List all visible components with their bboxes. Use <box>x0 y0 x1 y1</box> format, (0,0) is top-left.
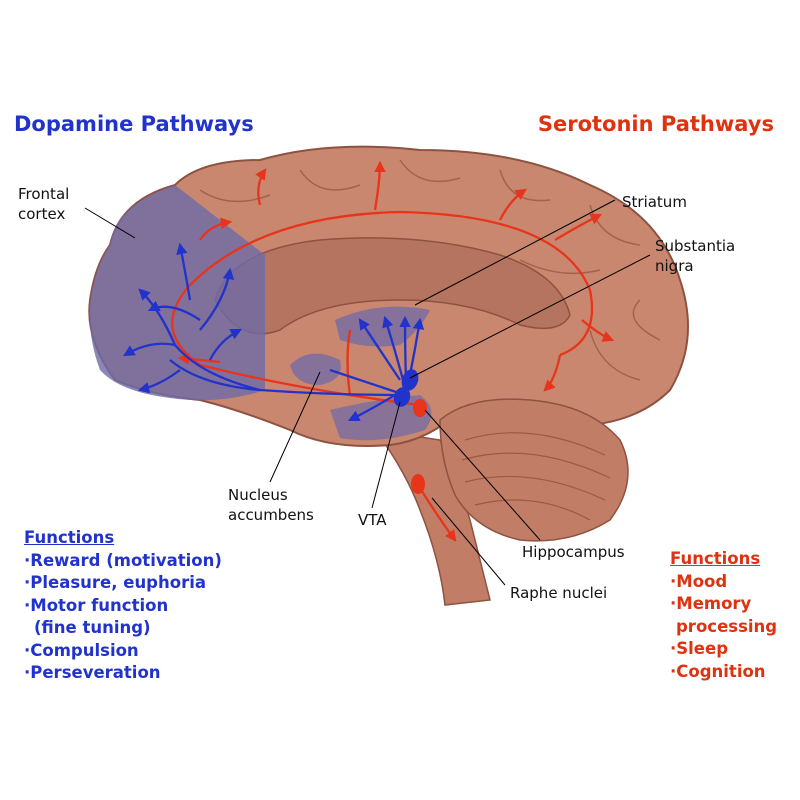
list-item: ·Mood <box>670 571 728 591</box>
list-item: ·Perseveration <box>24 663 161 682</box>
dopamine-title: Dopamine Pathways <box>14 112 254 136</box>
list-item: (fine tuning) <box>34 618 151 637</box>
label-vta: VTA <box>358 511 387 529</box>
list-item: ·Pleasure, euphoria <box>24 573 207 592</box>
list-item: ·Cognition <box>670 661 766 681</box>
label-raphe-nuclei: Raphe nuclei <box>510 584 608 602</box>
list-item: ·Compulsion <box>24 640 139 660</box>
label-hippocampus: Hippocampus <box>522 543 625 561</box>
raphe-upper-dot <box>413 399 427 417</box>
list-item: ·Sleep <box>670 639 728 658</box>
dopamine-functions-heading: Functions <box>24 528 115 547</box>
dopamine-functions: Functions ·Reward (motivation) ·Pleasure… <box>24 527 222 685</box>
list-item: ·Motor function <box>24 595 169 615</box>
label-striatum: Striatum <box>622 193 687 211</box>
vta-dot <box>393 387 411 407</box>
list-item: ·Memory <box>670 594 752 613</box>
list-item: ·Reward (motivation) <box>24 550 222 570</box>
substantia-nigra-dot <box>401 369 419 391</box>
serotonin-title: Serotonin Pathways <box>537 112 774 136</box>
corpus-callosum <box>214 237 571 335</box>
serotonin-functions: Functions ·Mood ·Memory processing ·Slee… <box>670 548 777 683</box>
raphe-lower-dot <box>411 474 425 494</box>
list-item: processing <box>676 616 778 636</box>
serotonin-functions-heading: Functions <box>670 549 761 568</box>
